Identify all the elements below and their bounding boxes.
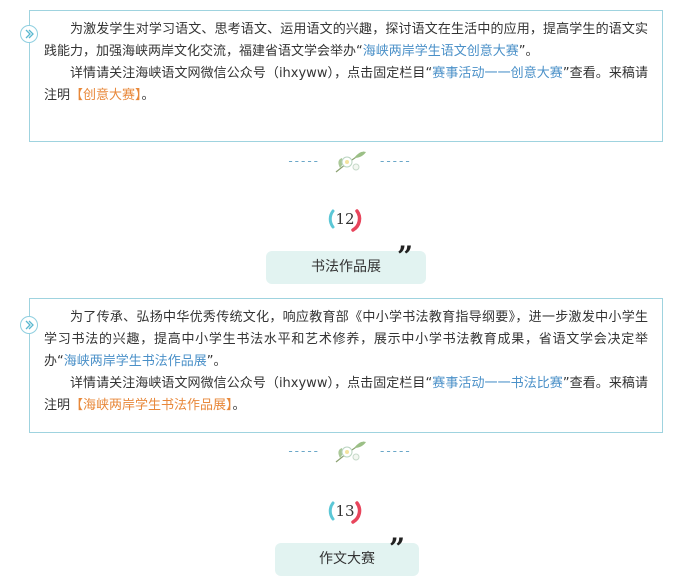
content-card-creative: 为激发学生对学习语文、思考语文、运用语文的兴趣，探讨语文在生活中的应用，提高学生… (20, 10, 663, 142)
flower-divider: ----- ----- (0, 434, 700, 468)
content-card-calligraphy: 为了传承、弘扬中华优秀传统文化，响应教育部《中小学书法教育指导纲要》，进一步激发… (20, 298, 663, 433)
paragraph-text: ”。 (206, 354, 227, 369)
flower-icon (335, 441, 366, 463)
section-title: 书法作品展 (266, 251, 426, 284)
badge-ring-icon (328, 501, 362, 524)
flower-icon (335, 151, 366, 173)
divider-dashes: ----- (380, 444, 412, 458)
details-paragraph: 详情请关注海峡语文网微信公众号（ihxyww），点击固定栏目“赛事活动一一创意大… (44, 63, 648, 107)
badge-ring-icon (328, 209, 362, 232)
paragraph-text: ”查看。来稿请注明 (44, 376, 648, 413)
exhibition-name-link[interactable]: 海峡两岸学生书法作品展 (63, 354, 207, 369)
quote-mark-icon: ” (389, 532, 406, 565)
paragraph-text: ”。 (518, 44, 539, 59)
chevron-right-icon[interactable] (20, 25, 38, 43)
section-title: 作文大赛 (275, 543, 419, 576)
paragraph-text: 详情请关注海峡语文网微信公众号（ihxyww），点击固定栏目“ (70, 376, 433, 391)
badge-number: 12 (335, 210, 355, 228)
paragraph-text: 详情请关注海峡语文网微信公众号（ihxyww），点击固定栏目“ (70, 66, 433, 81)
chevron-right-icon[interactable] (20, 316, 38, 334)
submission-tag: 【创意大赛】 (70, 88, 142, 103)
submission-tag: 【海峡两岸学生书法作品展】 (70, 398, 233, 413)
paragraph-text: 为了传承、弘扬中华优秀传统文化，响应教育部《中小学书法教育指导纲要》，进一步激发… (44, 310, 648, 369)
paragraph-text: 。 (141, 88, 155, 103)
paragraph-text: 为激发学生对学习语文、思考语文、运用语文的兴趣，探讨语文在生活中的应用，提高学生… (44, 22, 648, 59)
intro-paragraph: 为了传承、弘扬中华优秀传统文化，响应教育部《中小学书法教育指导纲要》，进一步激发… (44, 307, 648, 373)
divider-dashes: ----- (288, 444, 320, 458)
details-paragraph: 详情请关注海峡语文网微信公众号（ihxyww），点击固定栏目“赛事活动一一书法比… (44, 373, 648, 417)
flower-divider: ----- ----- (0, 144, 700, 178)
number-badge: 13 (325, 495, 367, 527)
column-link[interactable]: 赛事活动一一创意大赛 (432, 66, 563, 81)
quote-mark-icon: ” (397, 240, 414, 273)
paragraph-text: ”查看。来稿请注明 (44, 66, 648, 103)
divider-dashes: ----- (288, 154, 320, 168)
intro-paragraph: 为激发学生对学习语文、思考语文、运用语文的兴趣，探讨语文在生活中的应用，提高学生… (44, 19, 648, 63)
divider-dashes: ----- (380, 154, 412, 168)
number-badge: 12 (325, 203, 367, 235)
contest-name-link[interactable]: 海峡两岸学生语文创意大赛 (362, 44, 519, 59)
badge-number: 13 (335, 502, 355, 520)
column-link[interactable]: 赛事活动一一书法比赛 (432, 376, 563, 391)
paragraph-text: 。 (232, 398, 246, 413)
